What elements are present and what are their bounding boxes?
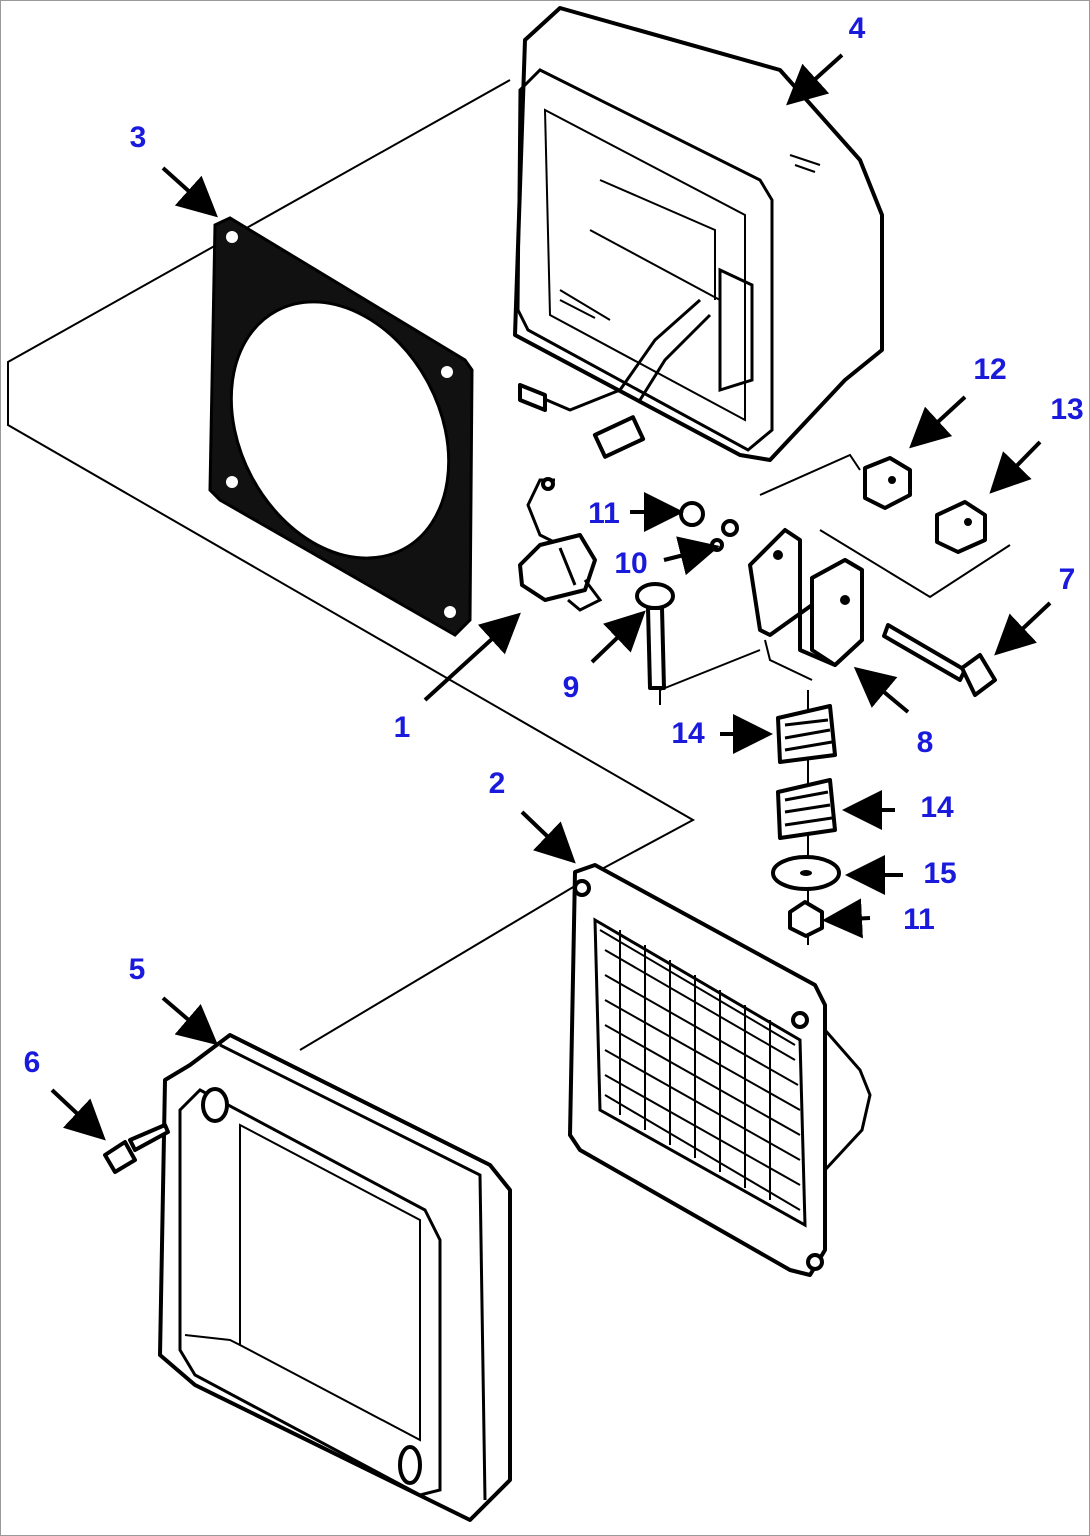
callout-12: 12 <box>973 353 1006 386</box>
callout-14-upper: 14 <box>671 717 705 750</box>
arrow-12 <box>909 395 967 449</box>
callout-10: 10 <box>614 547 647 580</box>
lamp-housing <box>513 6 884 462</box>
arrow-7 <box>994 601 1052 656</box>
bezel-frame <box>158 1033 512 1522</box>
arrow-8 <box>853 666 910 714</box>
washer-nut-lower <box>771 855 841 938</box>
callout-9: 9 <box>563 671 580 704</box>
callout-7: 7 <box>1059 563 1076 596</box>
bolt-9 <box>635 582 675 690</box>
arrow-6 <box>50 1088 106 1141</box>
callout-11-lower: 11 <box>903 903 935 936</box>
arrow-10 <box>663 536 720 576</box>
rubber-pads <box>863 456 987 554</box>
callout-6: 6 <box>24 1046 41 1079</box>
callout-14-lower: 14 <box>920 791 954 824</box>
callout-labels: 1 2 3 4 5 6 7 8 9 10 11 11 12 13 14 14 1… <box>24 12 1084 1079</box>
callout-11-upper: 11 <box>588 497 620 530</box>
callout-1: 1 <box>394 711 411 744</box>
callout-5: 5 <box>129 953 146 986</box>
arrow-13 <box>989 440 1042 494</box>
arrow-5 <box>161 996 219 1046</box>
callout-4: 4 <box>849 12 866 45</box>
nut-washer-upper <box>679 501 739 552</box>
isolators <box>776 704 837 840</box>
screw-6 <box>103 1123 170 1174</box>
sealed-beam-lamp <box>568 863 872 1277</box>
leader-arrows <box>50 53 1052 1141</box>
bolt-7 <box>882 623 997 697</box>
arrow-4 <box>786 53 844 106</box>
callout-2: 2 <box>489 767 506 800</box>
arrow-1 <box>423 612 521 702</box>
callout-13: 13 <box>1050 393 1083 426</box>
callout-3: 3 <box>130 121 147 154</box>
bulb-socket <box>518 477 603 612</box>
arrow-11b <box>822 898 871 939</box>
arrow-2 <box>520 810 576 864</box>
callout-15: 15 <box>923 857 956 890</box>
arrow-9 <box>590 610 646 664</box>
gasket <box>208 216 474 637</box>
assembly-lines <box>7 79 1011 1051</box>
arrow-3 <box>161 166 218 218</box>
mounting-bracket <box>748 528 864 681</box>
callout-8: 8 <box>917 726 934 759</box>
